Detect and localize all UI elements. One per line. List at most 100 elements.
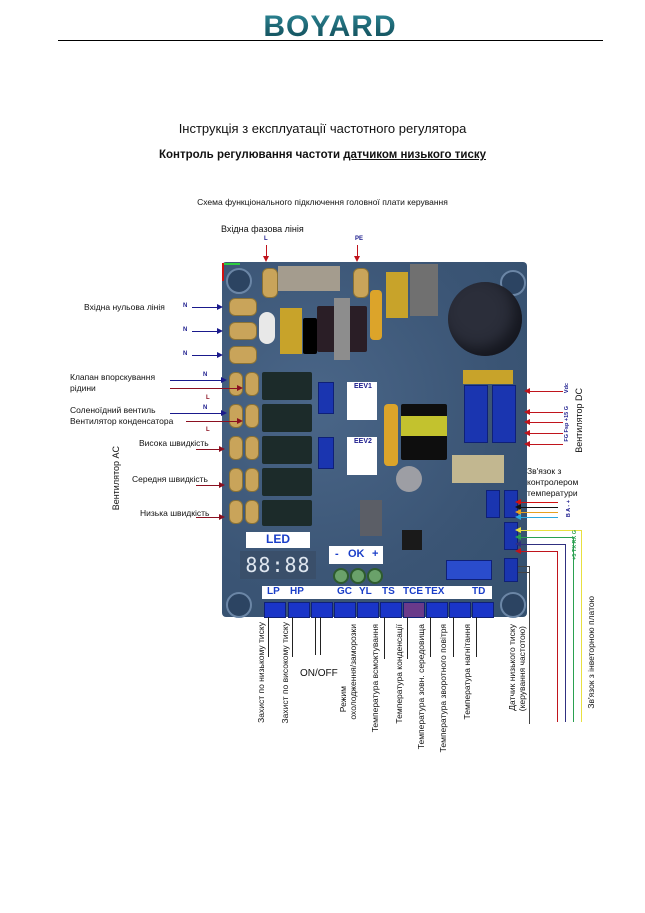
eev2-connector <box>318 437 334 469</box>
dc-fan-arrow <box>524 430 563 436</box>
eev2-panel <box>347 437 377 475</box>
buzzer <box>396 466 422 492</box>
pe-arrow <box>354 245 360 262</box>
comm-wire-plus <box>515 499 558 505</box>
n-label: N <box>183 303 188 309</box>
choke <box>303 318 317 354</box>
terminal <box>229 500 243 524</box>
mode-label-line2: охолодження/заморозки <box>348 624 358 720</box>
connector-tce <box>403 602 425 618</box>
leader-line <box>268 617 269 657</box>
phase-arrow <box>263 245 269 262</box>
solenoid-n-arrow <box>170 410 227 416</box>
neutral-arrow <box>192 304 223 310</box>
conn-label-ts: TS <box>382 586 395 597</box>
fan-dc-label: Вентилятор DC <box>574 388 584 453</box>
schema-title: Схема функціонального підключення головн… <box>197 197 448 207</box>
button-minus[interactable] <box>333 568 349 584</box>
terminal <box>229 436 243 460</box>
input-phase-label: Вхідна фазова лінія <box>221 224 304 234</box>
terminal <box>229 404 243 428</box>
terminal <box>245 500 259 524</box>
return-air-temp-label: Температура зворотного повітря <box>438 624 448 753</box>
relay <box>262 436 312 464</box>
ambient-temp-label: Температура зовн. середовища <box>416 624 426 750</box>
condenser-fan-label: Вентилятор конденсатора <box>70 416 174 426</box>
dc-pins-bottom-label: FG Fsp +15 G <box>564 406 570 442</box>
connector-ta <box>449 602 471 618</box>
temp-controller-connector-a <box>486 490 500 518</box>
leader-line <box>453 617 454 657</box>
eev1-connector <box>318 382 334 414</box>
inverter-wire-rx-vertical <box>573 537 574 722</box>
leader-line <box>430 617 431 657</box>
conn-label-tex: TEX <box>425 586 445 597</box>
leader-line <box>384 617 385 659</box>
inverter-wire-5v <box>515 548 558 554</box>
low-pressure-sensor-connector <box>504 558 518 582</box>
solenoid-valve-label: Соленоїдний вентиль <box>70 405 156 415</box>
relay <box>262 404 312 432</box>
eev1-label: EEV1 <box>354 383 372 390</box>
terminal-L <box>262 268 278 298</box>
comm-wire-b <box>515 514 558 520</box>
mount-hole <box>226 268 252 294</box>
terminal-PE <box>353 268 369 298</box>
medium-speed-arrow <box>196 482 225 488</box>
mcu-chip <box>402 530 422 550</box>
connector-label-strip <box>262 586 492 599</box>
button-ok[interactable] <box>350 568 366 584</box>
axis-x-marker <box>222 263 240 265</box>
connector-gc <box>334 602 356 618</box>
leader-line <box>292 617 293 657</box>
n-label: N <box>183 327 188 333</box>
l-label: L <box>206 395 210 401</box>
fan-ac-label: Вентилятор AC <box>111 446 121 511</box>
fuse <box>259 312 275 344</box>
heatsink <box>334 298 350 360</box>
subtitle-prefix: Контроль регулювання частоти <box>158 149 344 161</box>
inverter-pins-label: +5 TX RX G <box>572 530 578 560</box>
leader-line <box>407 617 408 659</box>
connector-lp <box>264 602 286 618</box>
dc-fan-connector-b <box>492 385 516 443</box>
conn-label-td: TD <box>472 586 486 597</box>
low-pressure-sensor-label-2: (керування частотою) <box>517 626 527 712</box>
condenser-l-arrow <box>186 418 243 424</box>
relay-yellow-2 <box>463 370 513 384</box>
temp-controller-label-3: температури <box>527 488 578 498</box>
power-connector <box>410 264 438 316</box>
sensor-wire <box>518 566 530 567</box>
mount-hole <box>226 592 252 618</box>
leader-line <box>320 617 321 655</box>
inverter-wire-rx <box>515 534 574 540</box>
relay <box>262 500 312 526</box>
connector-ts <box>380 602 402 618</box>
dip-switch <box>446 560 492 580</box>
subtitle-underlined: датчиком низького тиску <box>343 149 487 161</box>
high-pressure-protection-label: Захист по високому тиску <box>280 622 290 724</box>
inverter-wire-tx-vertical <box>565 544 566 722</box>
sensor-wire <box>518 572 530 573</box>
dc-fan-arrow <box>524 409 563 415</box>
neutral-arrow <box>192 328 223 334</box>
dc-fan-arrow <box>524 419 563 425</box>
leader-line <box>476 617 477 657</box>
high-speed-label: Висока швидкість <box>139 438 209 448</box>
button-plus[interactable] <box>367 568 383 584</box>
comm-pins-label: B A - + <box>566 500 572 518</box>
phase-L-label: L <box>264 236 268 242</box>
component-block <box>278 266 340 291</box>
terminal-N2 <box>229 322 257 340</box>
eev1-panel <box>347 382 377 420</box>
inverter-wire-g-vertical <box>581 530 582 722</box>
low-speed-arrow <box>196 514 225 520</box>
buttons-label-panel <box>329 546 383 564</box>
injection-valve-label-2: рідини <box>70 383 96 393</box>
suction-temp-label: Температура всмоктування <box>370 624 380 733</box>
eev2-label: EEV2 <box>354 438 372 445</box>
capacitor <box>384 404 398 466</box>
relay-yellow <box>386 272 408 318</box>
terminal <box>229 468 243 492</box>
temp-controller-label-2: контролером <box>527 477 579 487</box>
